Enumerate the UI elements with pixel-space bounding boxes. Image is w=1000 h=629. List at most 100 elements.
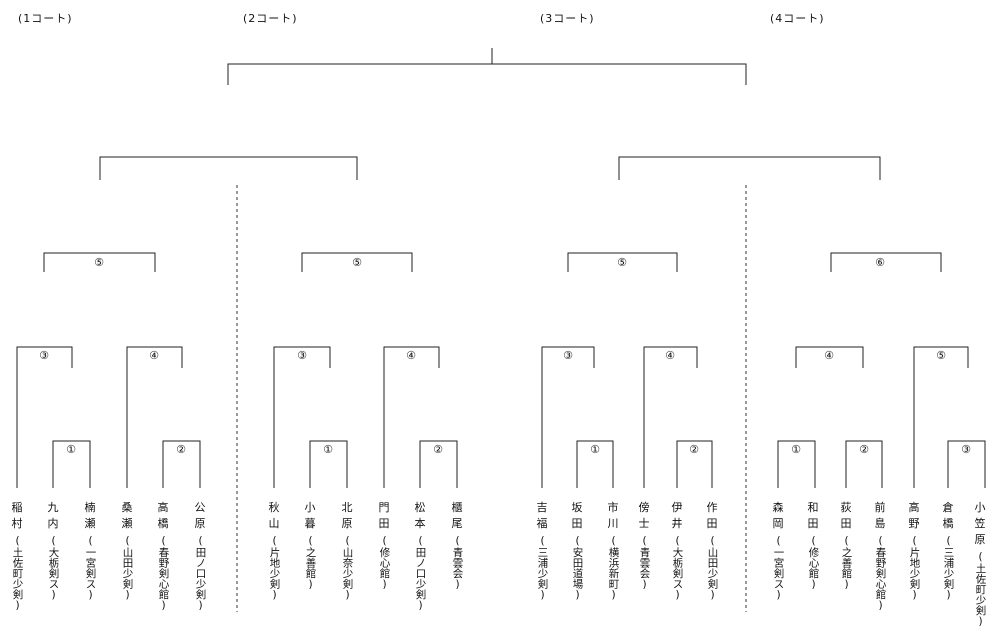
c3-match5-connector: [567, 252, 678, 272]
player-name: 北原: [342, 500, 353, 532]
player-name: 伊井: [672, 500, 683, 532]
c2-match3-connector: [273, 346, 331, 488]
c1-match2-connector: [162, 440, 201, 488]
court-2-heading: (2コート): [243, 12, 298, 25]
player-club: (田ノ口少剣): [414, 535, 427, 612]
player-name-char: 和: [807, 501, 819, 514]
player-name-char: 松: [414, 501, 426, 514]
player-name: 稲村: [12, 500, 23, 532]
c1-match-number-5: ⑤: [94, 256, 104, 269]
player-name-char: 井: [671, 517, 683, 530]
player-name-char: 原: [974, 533, 986, 546]
player-name-char: 桑: [121, 501, 133, 514]
player-entry: 北原 (山奈少剣): [339, 500, 355, 601]
c2-match2-connector: [419, 440, 458, 488]
player-entry: 小暮(之善館): [302, 500, 318, 591]
player-club: (三浦少剣): [942, 535, 955, 601]
player-name: 公原: [195, 500, 206, 532]
player-name-char: 高: [157, 501, 169, 514]
player-name: 作田: [707, 500, 718, 532]
player-name: 小暮: [305, 500, 316, 532]
player-entry: 伊井(大栃剣ス): [669, 500, 685, 601]
player-entry: 桑瀬(山田少剣): [119, 500, 135, 601]
c4-match6-connector: [830, 252, 942, 272]
player-entry: 荻田(之善館): [838, 500, 854, 591]
player-name-char: 笠: [974, 517, 986, 530]
player-entry: 和田 (修心館): [805, 500, 821, 591]
player-name-char: 岡: [772, 517, 784, 530]
player-name-char: 楠: [84, 501, 96, 514]
c3-match3-connector: [541, 346, 595, 488]
player-name: 小笠原: [975, 500, 986, 548]
c3-match-number-2: ②: [689, 443, 699, 456]
player-name-char: 士: [638, 517, 650, 530]
c3-match2-connector: [676, 440, 713, 488]
player-name-char: 高: [908, 501, 920, 514]
player-name-char: 村: [11, 517, 23, 530]
player-name-char: 福: [536, 517, 548, 530]
player-entry: 小笠原 (土佐町少剣): [972, 500, 988, 628]
player-club: (修心館): [807, 535, 820, 591]
player-name-char: 野: [908, 517, 920, 530]
player-name: 楠瀬: [85, 500, 96, 532]
c3-match4-connector: [643, 346, 698, 488]
player-name-char: 秋: [268, 501, 280, 514]
player-name: 坂田: [572, 500, 583, 532]
c1-match3-connector: [16, 346, 73, 488]
player-name: 高野: [909, 500, 920, 532]
c3-match-number-5: ⑤: [617, 256, 627, 269]
c4-match-number-4: ④: [824, 349, 834, 362]
c2-match4-connector: [383, 346, 440, 488]
c1-match-number-2: ②: [176, 443, 186, 456]
player-entry: 秋山 (片地少剣): [266, 500, 282, 601]
player-name-char: 川: [607, 517, 619, 530]
player-name: 高橋: [158, 500, 169, 532]
player-name-char: 田: [807, 517, 819, 530]
c4-match-number-5: ⑤: [936, 349, 946, 362]
c4-match2-connector: [845, 440, 883, 488]
player-name: 秋山: [269, 500, 280, 532]
c1-match1-connector: [52, 440, 91, 488]
player-entry: 坂田(安田道場): [569, 500, 585, 601]
player-club: (春野剣心館): [157, 535, 170, 612]
player-entry: 高橋 (春野剣心館): [155, 500, 171, 612]
player-entry: 公原(田ノ口少剣): [192, 500, 208, 612]
c3-match-number-1: ①: [590, 443, 600, 456]
player-entry: 森岡(一宮剣ス): [770, 500, 786, 601]
player-name-char: 小: [974, 501, 986, 514]
c2-match-number-1: ①: [323, 443, 333, 456]
player-club: (一宮剣ス): [772, 535, 785, 601]
player-name-char: 原: [341, 517, 353, 530]
player-club: (山奈少剣): [341, 535, 354, 601]
player-club: (土佐町少剣): [11, 535, 24, 612]
c2-match1-connector: [309, 440, 348, 488]
player-club: (片地少剣): [268, 535, 281, 601]
player-club: (青雲会): [638, 535, 651, 591]
player-name-char: 橋: [157, 517, 169, 530]
court-4-heading: (4コート): [770, 12, 825, 25]
player-name-char: 山: [268, 517, 280, 530]
player-name-char: 公: [194, 501, 206, 514]
player-name-char: 田: [378, 517, 390, 530]
c4-match-number-6: ⑥: [875, 256, 885, 269]
player-name-char: 倉: [942, 501, 954, 514]
player-name: 前島: [875, 500, 886, 532]
player-name-char: 前: [874, 501, 886, 514]
player-name-char: 橋: [942, 517, 954, 530]
player-name: 門田: [379, 500, 390, 532]
c2-match-number-2: ②: [433, 443, 443, 456]
player-name-char: 島: [874, 517, 886, 530]
player-name: 吉福: [537, 500, 548, 532]
player-club: (青雲会): [451, 535, 464, 591]
court-dividers: [236, 185, 747, 612]
player-name-char: 傍: [638, 501, 650, 514]
player-entry: 倉橋 (三浦少剣): [940, 500, 956, 601]
final-connector: [227, 63, 747, 85]
player-name: 倉橋: [943, 500, 954, 532]
player-club: (土佐町少剣): [974, 551, 987, 628]
player-name-char: 田: [840, 517, 852, 530]
player-name-char: 内: [47, 517, 59, 530]
player-name-char: 櫃: [451, 501, 463, 514]
player-name: 松本: [415, 500, 426, 532]
